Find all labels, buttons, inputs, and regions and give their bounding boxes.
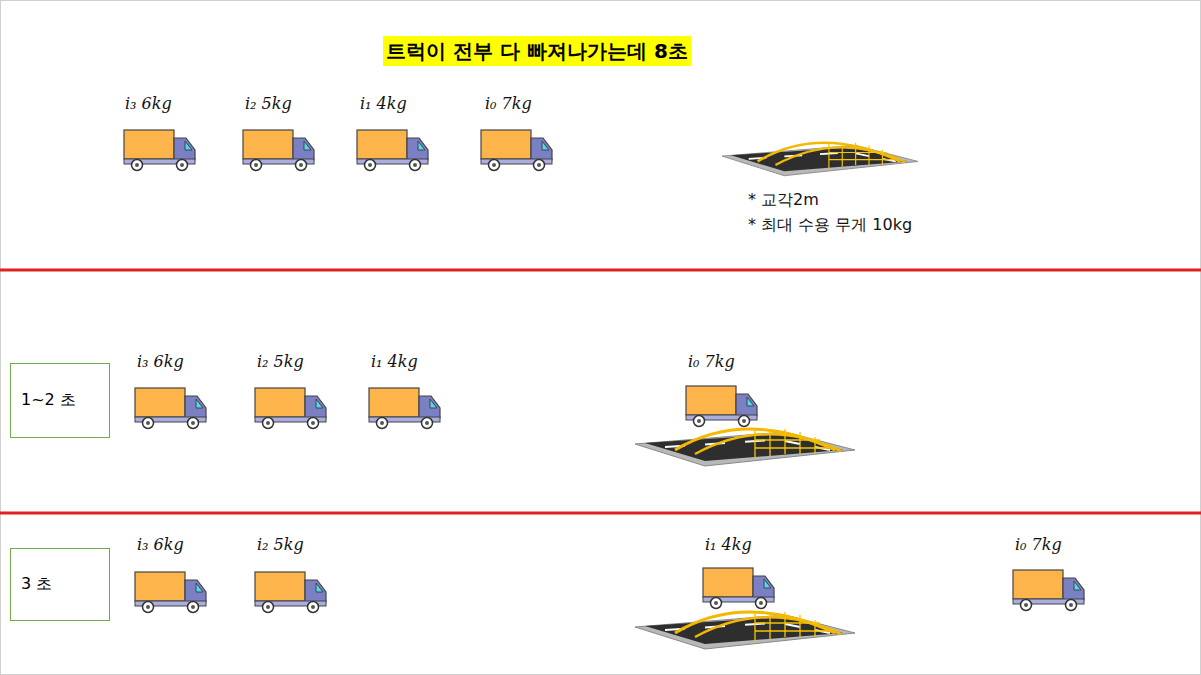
truck-icon — [369, 388, 440, 429]
truck-label: i₂ 5kg — [245, 94, 292, 113]
truck-icon — [135, 572, 206, 613]
truck-icon — [1013, 570, 1084, 611]
truck-icon — [357, 130, 428, 171]
truck-label: i₃ 6kg — [137, 352, 184, 371]
truck-label: i₁ 4kg — [360, 94, 407, 113]
bridge-note: * 최대 수용 무게 10kg — [748, 215, 912, 236]
truck-label: i₀ 7kg — [485, 94, 532, 113]
truck-label: i₁ 4kg — [371, 352, 418, 371]
truck-icon — [135, 388, 206, 429]
divider-line — [0, 269, 1201, 272]
truck-label: i₂ 5kg — [257, 352, 304, 371]
truck-label: i₂ 5kg — [257, 535, 304, 554]
truck-label: i₁ 4kg — [705, 535, 752, 554]
bridge-icon — [635, 612, 855, 649]
bridge-icon — [722, 143, 918, 176]
bridge-note: * 교각2m — [748, 190, 819, 211]
truck-label: i₃ 6kg — [125, 94, 172, 113]
truck-icon — [243, 130, 314, 171]
truck-icon — [481, 130, 552, 171]
truck-label: i₀ 7kg — [688, 352, 735, 371]
time-step-box: 3 초 — [10, 548, 110, 621]
divider-line — [0, 512, 1201, 515]
diagram-title: 트럭이 전부 다 빠져나가는데 8초 — [383, 36, 691, 66]
truck-icon — [686, 386, 757, 427]
truck-label: i₀ 7kg — [1015, 535, 1062, 554]
truck-icon — [255, 388, 326, 429]
truck-label: i₃ 6kg — [137, 535, 184, 554]
truck-icon — [703, 568, 774, 609]
truck-icon — [255, 572, 326, 613]
bridge-icon — [635, 429, 855, 466]
step-label: 3 초 — [21, 574, 52, 595]
step-label: 1~2 초 — [21, 390, 76, 411]
truck-icon — [124, 130, 195, 171]
time-step-box: 1~2 초 — [10, 363, 110, 438]
